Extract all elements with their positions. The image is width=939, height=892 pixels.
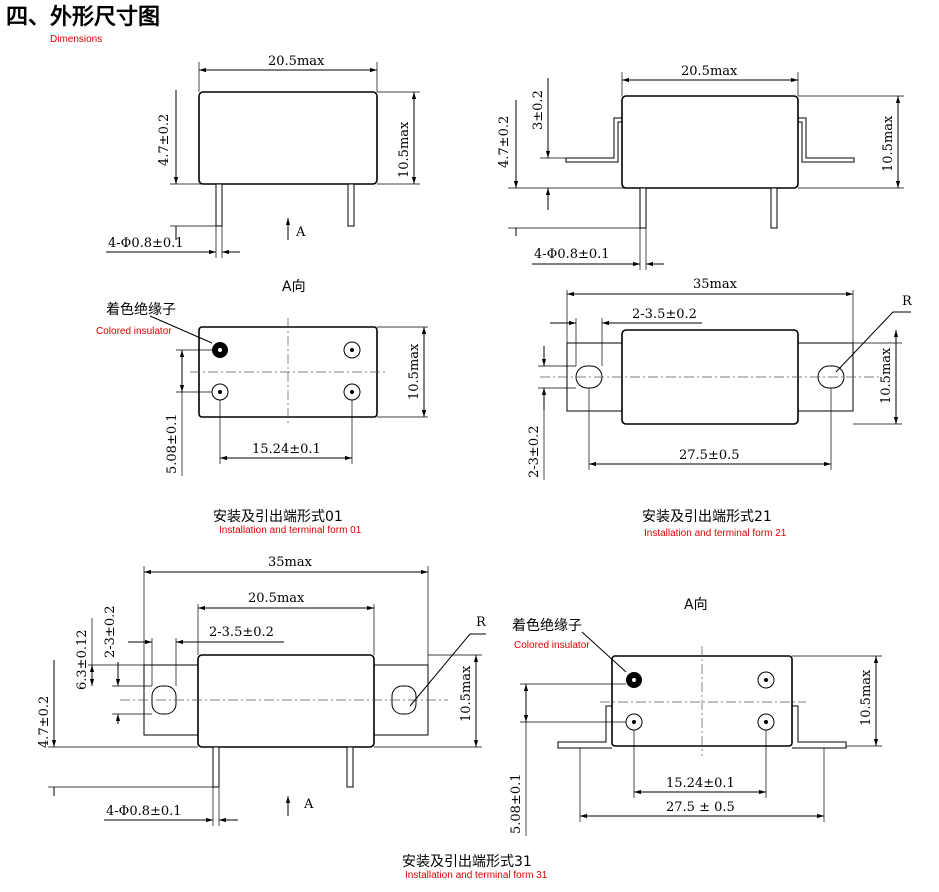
form21-side-height-label: 10.5max — [879, 347, 894, 404]
form01-caption-translation: Installation and terminal form 01 — [219, 525, 362, 536]
form01-bottom-view: A向 着色绝缘子 Colored insulator 10.5max 5.08±… — [96, 279, 428, 536]
form31-caption-translation: Installation and terminal form 31 — [405, 870, 548, 881]
form01-pitch-y-label: 5.08±0.1 — [165, 413, 180, 474]
form31-hole-v1-label: 2-3±0.2 — [103, 605, 118, 658]
form31-caption: 安装及引出端形式31 — [402, 854, 532, 870]
form01-side-view: 20.5max 10.5max 4.7±0.2 4-Φ0.8±0.1 A — [106, 54, 420, 258]
form21-radius-label: R — [902, 294, 913, 309]
form21-caption: 安装及引出端形式21 — [642, 509, 772, 525]
form21-caption-translation: Installation and terminal form 21 — [644, 528, 787, 539]
form31-bottom-height-label: 10.5max — [859, 669, 874, 726]
form01-height-label: 10.5max — [397, 121, 412, 178]
form01-pin-length-label: 4.7±0.2 — [157, 114, 172, 166]
form31-relay-body — [197, 654, 375, 748]
form21-top-view: 35max 2-3.5±0.2 R 10.5max 2-3±0.2 27.5±0… — [527, 277, 913, 539]
form31-pin-diameter-label: 4-Φ0.8±0.1 — [106, 804, 182, 819]
form01-view-title: A向 — [282, 279, 306, 295]
form01-insulator-translation: Colored insulator — [96, 326, 172, 337]
form21-relay-body — [621, 95, 799, 189]
form31-hole-pitch-label: 27.5 ± 0.5 — [666, 800, 735, 815]
form31-flange-right — [792, 705, 847, 749]
form01-caption: 安装及引出端形式01 — [213, 509, 343, 525]
form31-insulator-label: 着色绝缘子 — [512, 617, 582, 634]
form21-side-view: 20.5max 10.5max 3±0.2 4.7±0.2 4-Φ0.8±0.1 — [497, 64, 904, 270]
form31-radius-label: R — [476, 615, 487, 630]
form31-height-label: 10.5max — [459, 665, 474, 722]
form31-flange-left — [557, 705, 612, 749]
form31-width-label: 20.5max — [248, 591, 305, 606]
form31-view-arrow-label: A — [303, 797, 314, 812]
form21-flange-right — [798, 117, 855, 163]
form31-pin-left — [212, 746, 220, 788]
form01-pin-left — [215, 183, 223, 227]
form01-width-label: 20.5max — [268, 54, 325, 69]
form31-tab-right — [373, 664, 429, 736]
form21-width-label: 20.5max — [681, 64, 738, 79]
form01-pitch-x-label: 15.24±0.1 — [252, 442, 321, 457]
form01-relay-body — [198, 91, 378, 185]
form21-height-label: 10.5max — [881, 115, 896, 172]
form21-pin-length-label: 4.7±0.2 — [497, 116, 512, 168]
form31-pitch-x-label: 15.24±0.1 — [666, 776, 735, 791]
form31-hole-v2-label: 6.3±0.12 — [75, 629, 90, 690]
form21-hole-pitch-v-label: 2-3±0.2 — [527, 425, 542, 478]
form31-pin-length-label: 4.7±0.2 — [37, 696, 52, 748]
form31-side-view: 35max 20.5max 2-3.5±0.2 R 2-3±0.2 6.3±0.… — [37, 555, 548, 881]
form31-pin-right — [346, 746, 354, 788]
form31-hole-dim-label: 2-3.5±0.2 — [209, 625, 274, 640]
form01-insulator-label: 着色绝缘子 — [106, 301, 176, 318]
form01-pin-right — [347, 183, 355, 227]
form21-flange-height-label: 3±0.2 — [531, 90, 546, 130]
form21-pin-diameter-label: 4-Φ0.8±0.1 — [534, 247, 610, 262]
form21-hole-dim-label: 2-3.5±0.2 — [632, 307, 697, 322]
form31-overall-label: 35max — [268, 555, 313, 570]
form21-pin-left — [639, 187, 647, 229]
form01-bottom-height-label: 10.5max — [407, 343, 422, 400]
form21-hole-pitch-label: 27.5±0.5 — [679, 448, 740, 463]
page-title: 四、外形尺寸图 — [6, 4, 160, 30]
page-title-translation: Dimensions — [50, 34, 102, 45]
form01-pin-diameter-label: 4-Φ0.8±0.1 — [108, 236, 184, 251]
form31-bottom-view: A向 着色绝缘子 Colored insulator 10.5max 5.08±… — [509, 597, 882, 836]
form21-flange-left — [565, 117, 622, 163]
form01-view-arrow-label: A — [295, 225, 306, 240]
form31-view-title: A向 — [684, 597, 708, 613]
form21-overall-label: 35max — [693, 277, 738, 292]
form31-insulator-translation: Colored insulator — [514, 640, 590, 651]
form21-pin-right — [770, 187, 778, 229]
form31-pitch-y-label: 5.08±0.1 — [509, 773, 524, 834]
